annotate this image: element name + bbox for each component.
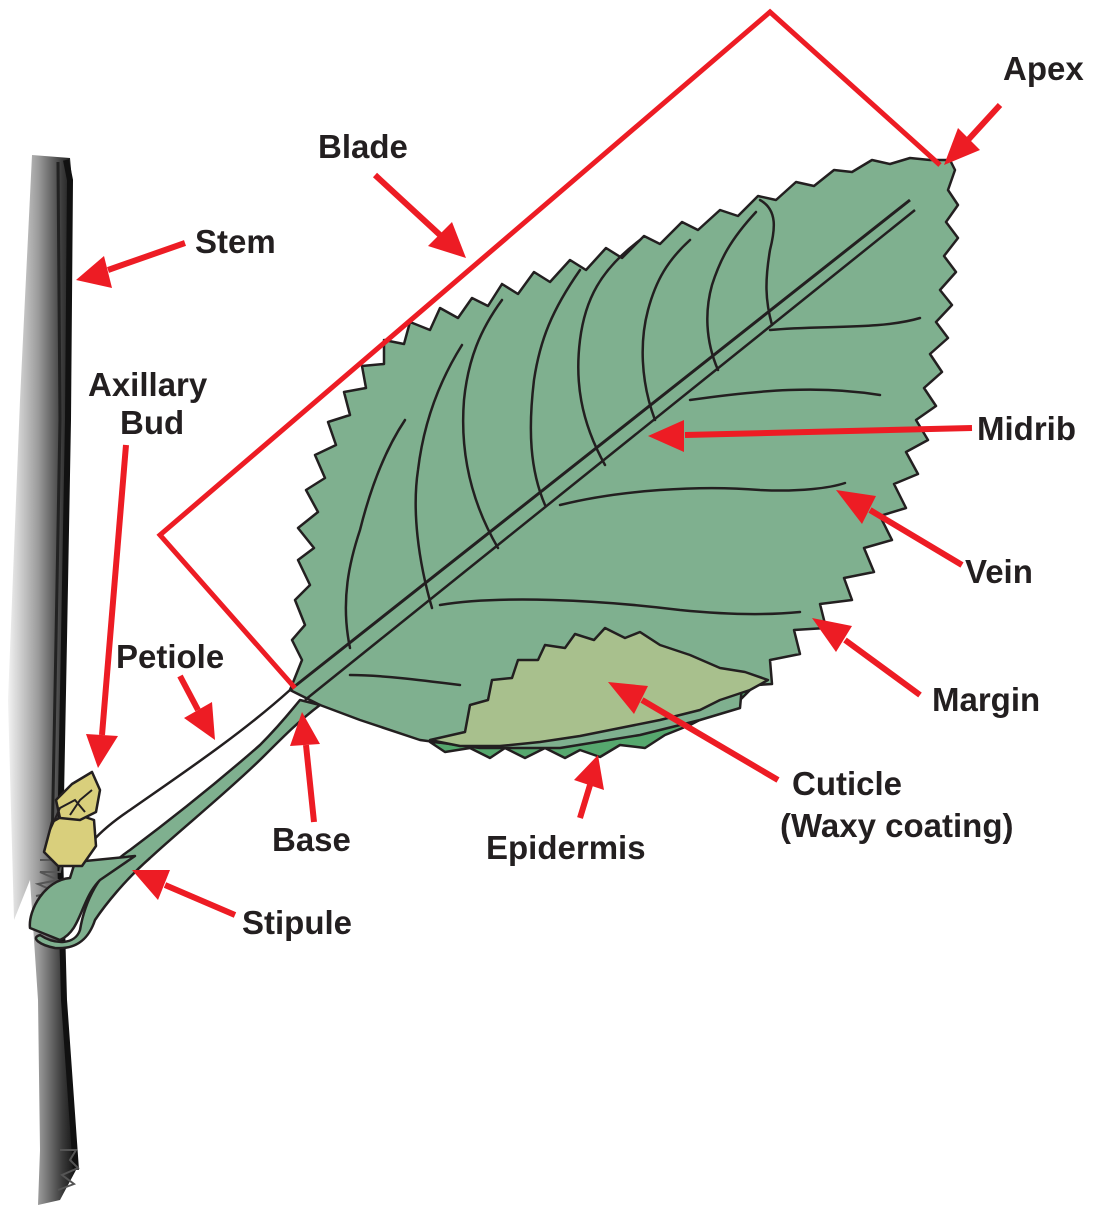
label-blade: Blade [318,128,408,165]
stem [8,155,78,1205]
label-margin: Margin [932,681,1040,718]
petiole-arrow [180,676,215,740]
apex-arrow [944,105,1000,165]
label-stipule: Stipule [242,904,352,941]
blade-arrow [375,175,466,258]
label-stem: Stem [195,223,276,260]
label-base: Base [272,821,351,858]
label-vein: Vein [965,553,1033,590]
label-petiole: Petiole [116,638,224,675]
margin-arrow [812,618,920,695]
base-arrow [290,712,320,822]
label-axillary-bud-line1: Axillary [88,366,208,403]
epidermis-arrow [574,755,604,818]
stem-arrow [76,243,185,288]
label-apex: Apex [1003,50,1084,87]
label-axillary-bud-line2: Bud [120,404,184,441]
label-midrib: Midrib [977,410,1076,447]
label-cuticle-line2: (Waxy coating) [780,807,1013,844]
label-cuticle-line1: Cuticle [792,765,902,802]
axillary-bud-arrow [86,445,126,768]
label-epidermis: Epidermis [486,829,646,866]
stipule-arrow [132,870,235,915]
